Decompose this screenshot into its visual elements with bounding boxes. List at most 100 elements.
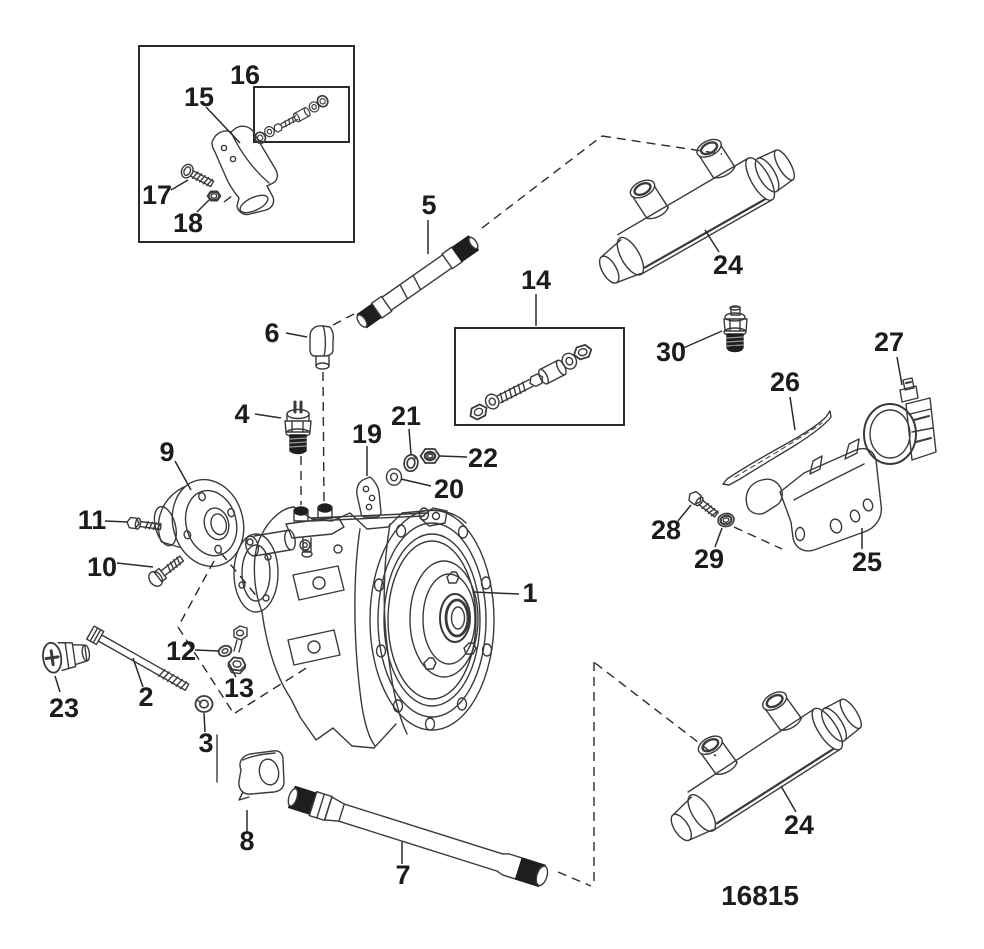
leader-29 bbox=[714, 527, 723, 548]
part-23-plug bbox=[42, 641, 91, 674]
callout-26: 26 bbox=[770, 367, 800, 397]
callout-9: 9 bbox=[159, 437, 174, 467]
part-13-nut bbox=[227, 656, 247, 675]
callout-19: 19 bbox=[352, 419, 382, 449]
leader-13 bbox=[230, 667, 237, 678]
callout-29: 29 bbox=[694, 544, 724, 574]
part-29-washer bbox=[717, 512, 735, 528]
dash-nut-18 bbox=[223, 195, 233, 203]
callout-5: 5 bbox=[421, 190, 436, 220]
leader-24-top bbox=[704, 229, 720, 253]
part-12-washer bbox=[217, 644, 233, 658]
callout-27: 27 bbox=[874, 327, 904, 357]
drawing-number: 16815 bbox=[721, 880, 799, 911]
part-17-screw bbox=[180, 163, 215, 188]
callout-30: 30 bbox=[656, 337, 686, 367]
kit-box-16 bbox=[253, 86, 350, 143]
callout-10: 10 bbox=[87, 552, 117, 582]
part-22-nut bbox=[419, 448, 441, 464]
callout-6: 6 bbox=[264, 318, 279, 348]
leader-2 bbox=[132, 657, 144, 688]
leader-11 bbox=[104, 520, 129, 523]
part-18-nut bbox=[206, 190, 222, 202]
callout-18: 18 bbox=[173, 208, 203, 238]
dash-shaft-to-hx bbox=[481, 135, 603, 229]
part-5-oil-line bbox=[356, 235, 479, 329]
part-16-screw-kit bbox=[254, 94, 329, 145]
part-4-sensor bbox=[284, 400, 312, 455]
part-25-shield-bracket bbox=[745, 438, 883, 552]
callout-2: 2 bbox=[138, 682, 153, 712]
part-2-bolt bbox=[86, 625, 190, 691]
callout-16: 16 bbox=[230, 60, 260, 90]
part-28-bolt bbox=[688, 490, 719, 518]
leader-22 bbox=[439, 455, 468, 458]
part-30-fitting bbox=[723, 305, 748, 353]
part-7-oil-line bbox=[287, 785, 549, 887]
part-20-washer bbox=[385, 468, 403, 486]
callout-12: 12 bbox=[166, 636, 196, 666]
part-21-lock-washer bbox=[403, 453, 419, 473]
leader-6 bbox=[285, 332, 308, 338]
leader-20 bbox=[400, 478, 432, 487]
part-15-bracket bbox=[211, 125, 279, 216]
callout-7: 7 bbox=[395, 860, 410, 890]
dash-left-a bbox=[177, 560, 215, 628]
callout-13: 13 bbox=[224, 673, 254, 703]
leader-15 bbox=[205, 106, 241, 144]
dash-right-diagonal bbox=[594, 662, 717, 757]
dash-hose-to-hx bbox=[557, 871, 592, 887]
alignment-dashes bbox=[177, 135, 783, 887]
leader-21 bbox=[408, 428, 412, 455]
dash-left-b bbox=[177, 626, 233, 712]
leader-9 bbox=[174, 460, 192, 491]
leader-12 bbox=[194, 649, 220, 652]
leader-4 bbox=[254, 413, 282, 419]
kit-box-15-18 bbox=[138, 45, 355, 243]
kit-box-14 bbox=[454, 327, 625, 426]
leader-1 bbox=[472, 591, 520, 595]
leader-17 bbox=[170, 179, 189, 191]
callout-1: 1 bbox=[522, 578, 537, 608]
callout-17: 17 bbox=[142, 180, 172, 210]
leader-27 bbox=[896, 356, 903, 386]
leader-24-bottom bbox=[780, 785, 797, 813]
dash-to-hx-port bbox=[601, 135, 723, 155]
callout-25: 25 bbox=[852, 547, 882, 577]
callout-14: 14 bbox=[521, 265, 551, 295]
leader-10 bbox=[116, 562, 154, 568]
callout-23: 23 bbox=[49, 693, 79, 723]
callout-21: 21 bbox=[391, 401, 421, 431]
dash-cap-6-to-shaft bbox=[332, 313, 355, 326]
callout-24-top: 24 bbox=[713, 250, 743, 280]
part-10-bolt bbox=[148, 555, 185, 587]
callout-28: 28 bbox=[651, 515, 681, 545]
part-11-bolt bbox=[126, 516, 162, 531]
part-19-link-plate bbox=[356, 476, 382, 518]
leader-26 bbox=[789, 396, 796, 431]
part-8-elbow-cap bbox=[238, 750, 285, 801]
callout-3: 3 bbox=[198, 728, 213, 758]
part-3-washer bbox=[194, 695, 214, 713]
part-26-gasket bbox=[722, 410, 832, 486]
leader-23 bbox=[54, 675, 61, 693]
leader-28 bbox=[677, 504, 692, 522]
leader-lines bbox=[54, 106, 903, 864]
dash-flange-9 bbox=[220, 552, 260, 600]
callout-15: 15 bbox=[184, 82, 214, 112]
part-1-transmission-housing bbox=[216, 503, 495, 783]
callout-22: 22 bbox=[468, 443, 498, 473]
callout-24-bottom: 24 bbox=[784, 810, 814, 840]
part-14-stud-kit bbox=[469, 343, 593, 421]
part-6-cap bbox=[309, 325, 335, 370]
callout-8: 8 bbox=[239, 826, 254, 856]
leader-18 bbox=[196, 199, 210, 213]
callout-11: 11 bbox=[78, 505, 107, 535]
callout-labels: 1 2 3 4 5 6 7 8 9 10 11 12 13 14 15 16 1… bbox=[49, 60, 904, 911]
leader-3 bbox=[203, 712, 206, 733]
dash-washer-29 bbox=[733, 526, 783, 550]
part-24-heat-exchanger-bottom bbox=[641, 660, 869, 849]
part-9-output-flange bbox=[153, 478, 245, 568]
